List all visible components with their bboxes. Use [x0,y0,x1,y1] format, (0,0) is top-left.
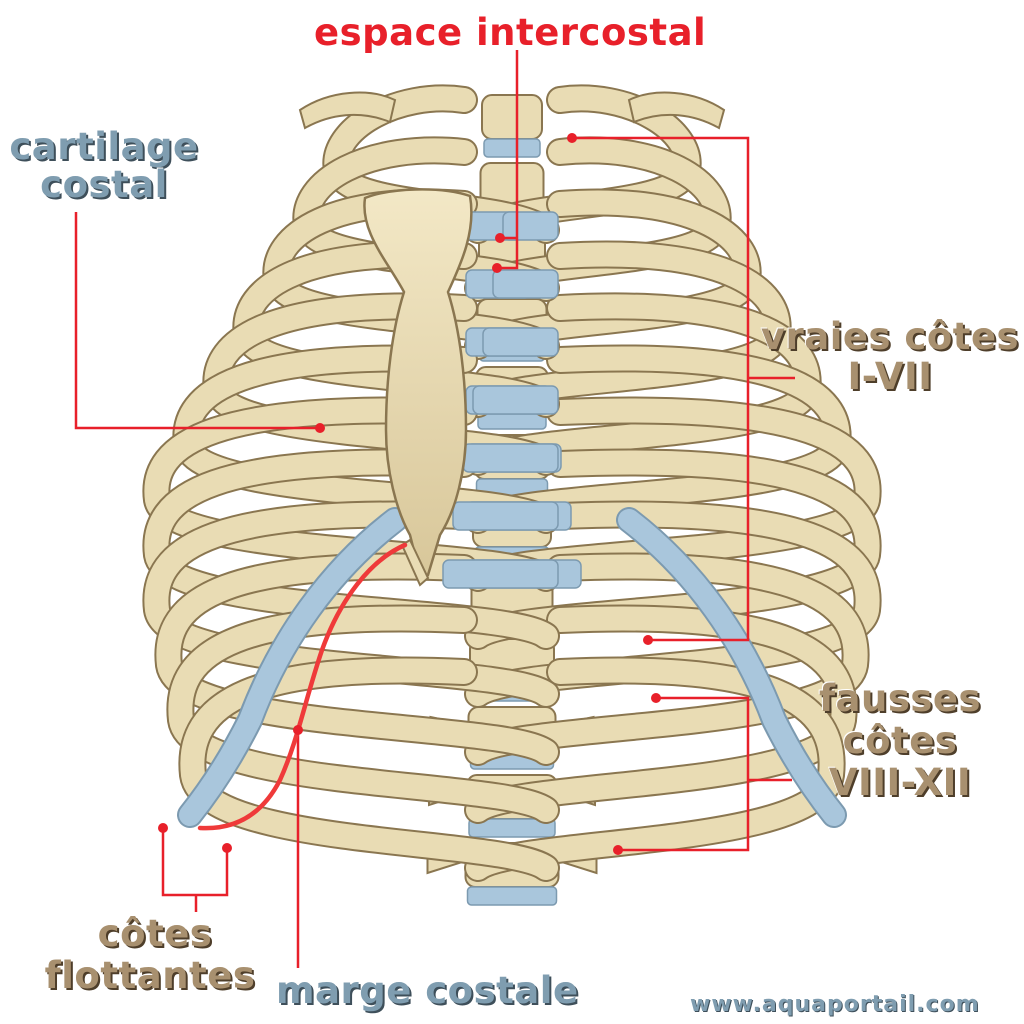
costal-cartilage [472,385,559,415]
label-fausses-cotes-line2: côtes [842,719,958,762]
label-vraies-cotes-line2: I-VII [847,355,933,398]
rib [466,658,844,880]
costal-cartilages [442,211,582,589]
label-fausses-cotes-line1: fausses [818,677,982,720]
website-watermark: www.aquaportail.com [690,992,980,1017]
label-cotes-flottantes-line2: flottantes [44,954,256,997]
lower-cartilage-arch [177,507,847,828]
costal-cartilage [482,327,559,357]
intervertebral-disc [466,886,558,906]
intervertebral-disc [483,138,541,158]
label-cartilage-costal-line1: cartilage [9,125,199,168]
costal-cartilage [442,559,559,589]
label-marge-costale: marge costale [276,969,579,1012]
costal-cartilage [492,269,559,299]
leader-lines [74,50,795,968]
label-fausses-cotes-line3: VIII-XII [828,761,972,804]
label-cotes-flottantes-line1: côtes [97,912,213,955]
costal-margin-line [197,542,408,831]
bracket-vraies-cotes [572,136,750,642]
rib [466,554,868,764]
clavicle-stubs [298,91,726,130]
label-cartilage-costal-line2: costal [40,163,168,206]
label-vraies-cotes-line1: vraies côtes [760,315,1020,358]
leader-dots [158,133,661,855]
rib [156,554,558,764]
costal-cartilage [452,501,559,531]
bracket-fausses-cotes [618,696,750,852]
vertebra [481,94,543,140]
bracket-cotes-flottantes [161,828,229,897]
leader-cartilage [74,212,320,430]
costal-cartilage [502,211,559,241]
rib [180,658,558,880]
costal-cartilage [462,443,559,473]
intervertebral-disc [468,818,556,838]
leader-intercostal [497,50,519,270]
label-espace-intercostal: espace intercostal [313,11,707,54]
